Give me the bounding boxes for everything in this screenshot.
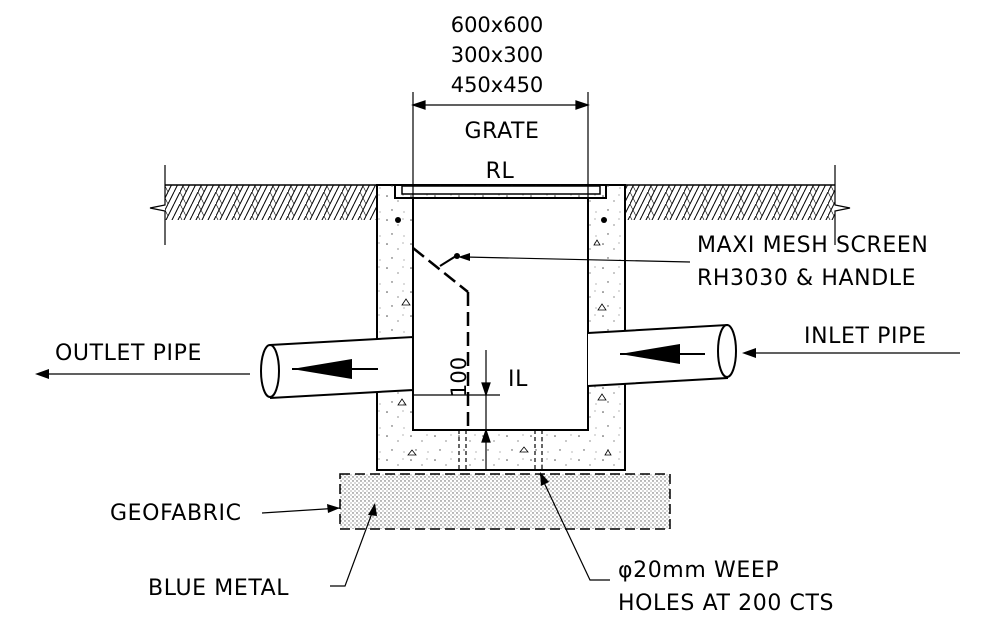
grate-label: GRATE — [464, 119, 539, 144]
weep-holes-label-line1: φ20mm WEEP — [618, 558, 779, 583]
blue-metal-label: BLUE METAL — [148, 576, 289, 601]
blue-metal-base — [339, 473, 671, 530]
weep-holes-label-line2: HOLES AT 200 CTS — [618, 591, 834, 616]
size-450-label: 450x450 — [451, 73, 544, 97]
outlet-pipe — [260, 335, 414, 399]
size-300-label: 300x300 — [451, 43, 544, 67]
rl-label: RL — [486, 159, 515, 184]
ground-surface — [149, 165, 851, 245]
geofabric-label: GEOFABRIC — [110, 501, 242, 526]
dimension-lines — [411, 92, 590, 470]
grate-frame — [394, 185, 607, 199]
screen-label-line2: RH3030 & HANDLE — [697, 266, 916, 291]
outlet-pipe-label: OUTLET PIPE — [55, 341, 202, 366]
concrete-surround — [376, 184, 626, 471]
il-label: IL — [508, 367, 528, 392]
leader-lines — [35, 253, 960, 587]
inlet-pipe — [587, 323, 737, 387]
size-600-label: 600x600 — [451, 13, 544, 37]
depth-100-label: 100 — [447, 357, 471, 397]
mesh-screen — [412, 247, 470, 430]
inlet-pipe-label: INLET PIPE — [804, 324, 926, 349]
screen-label-line1: MAXI MESH SCREEN — [697, 233, 928, 258]
